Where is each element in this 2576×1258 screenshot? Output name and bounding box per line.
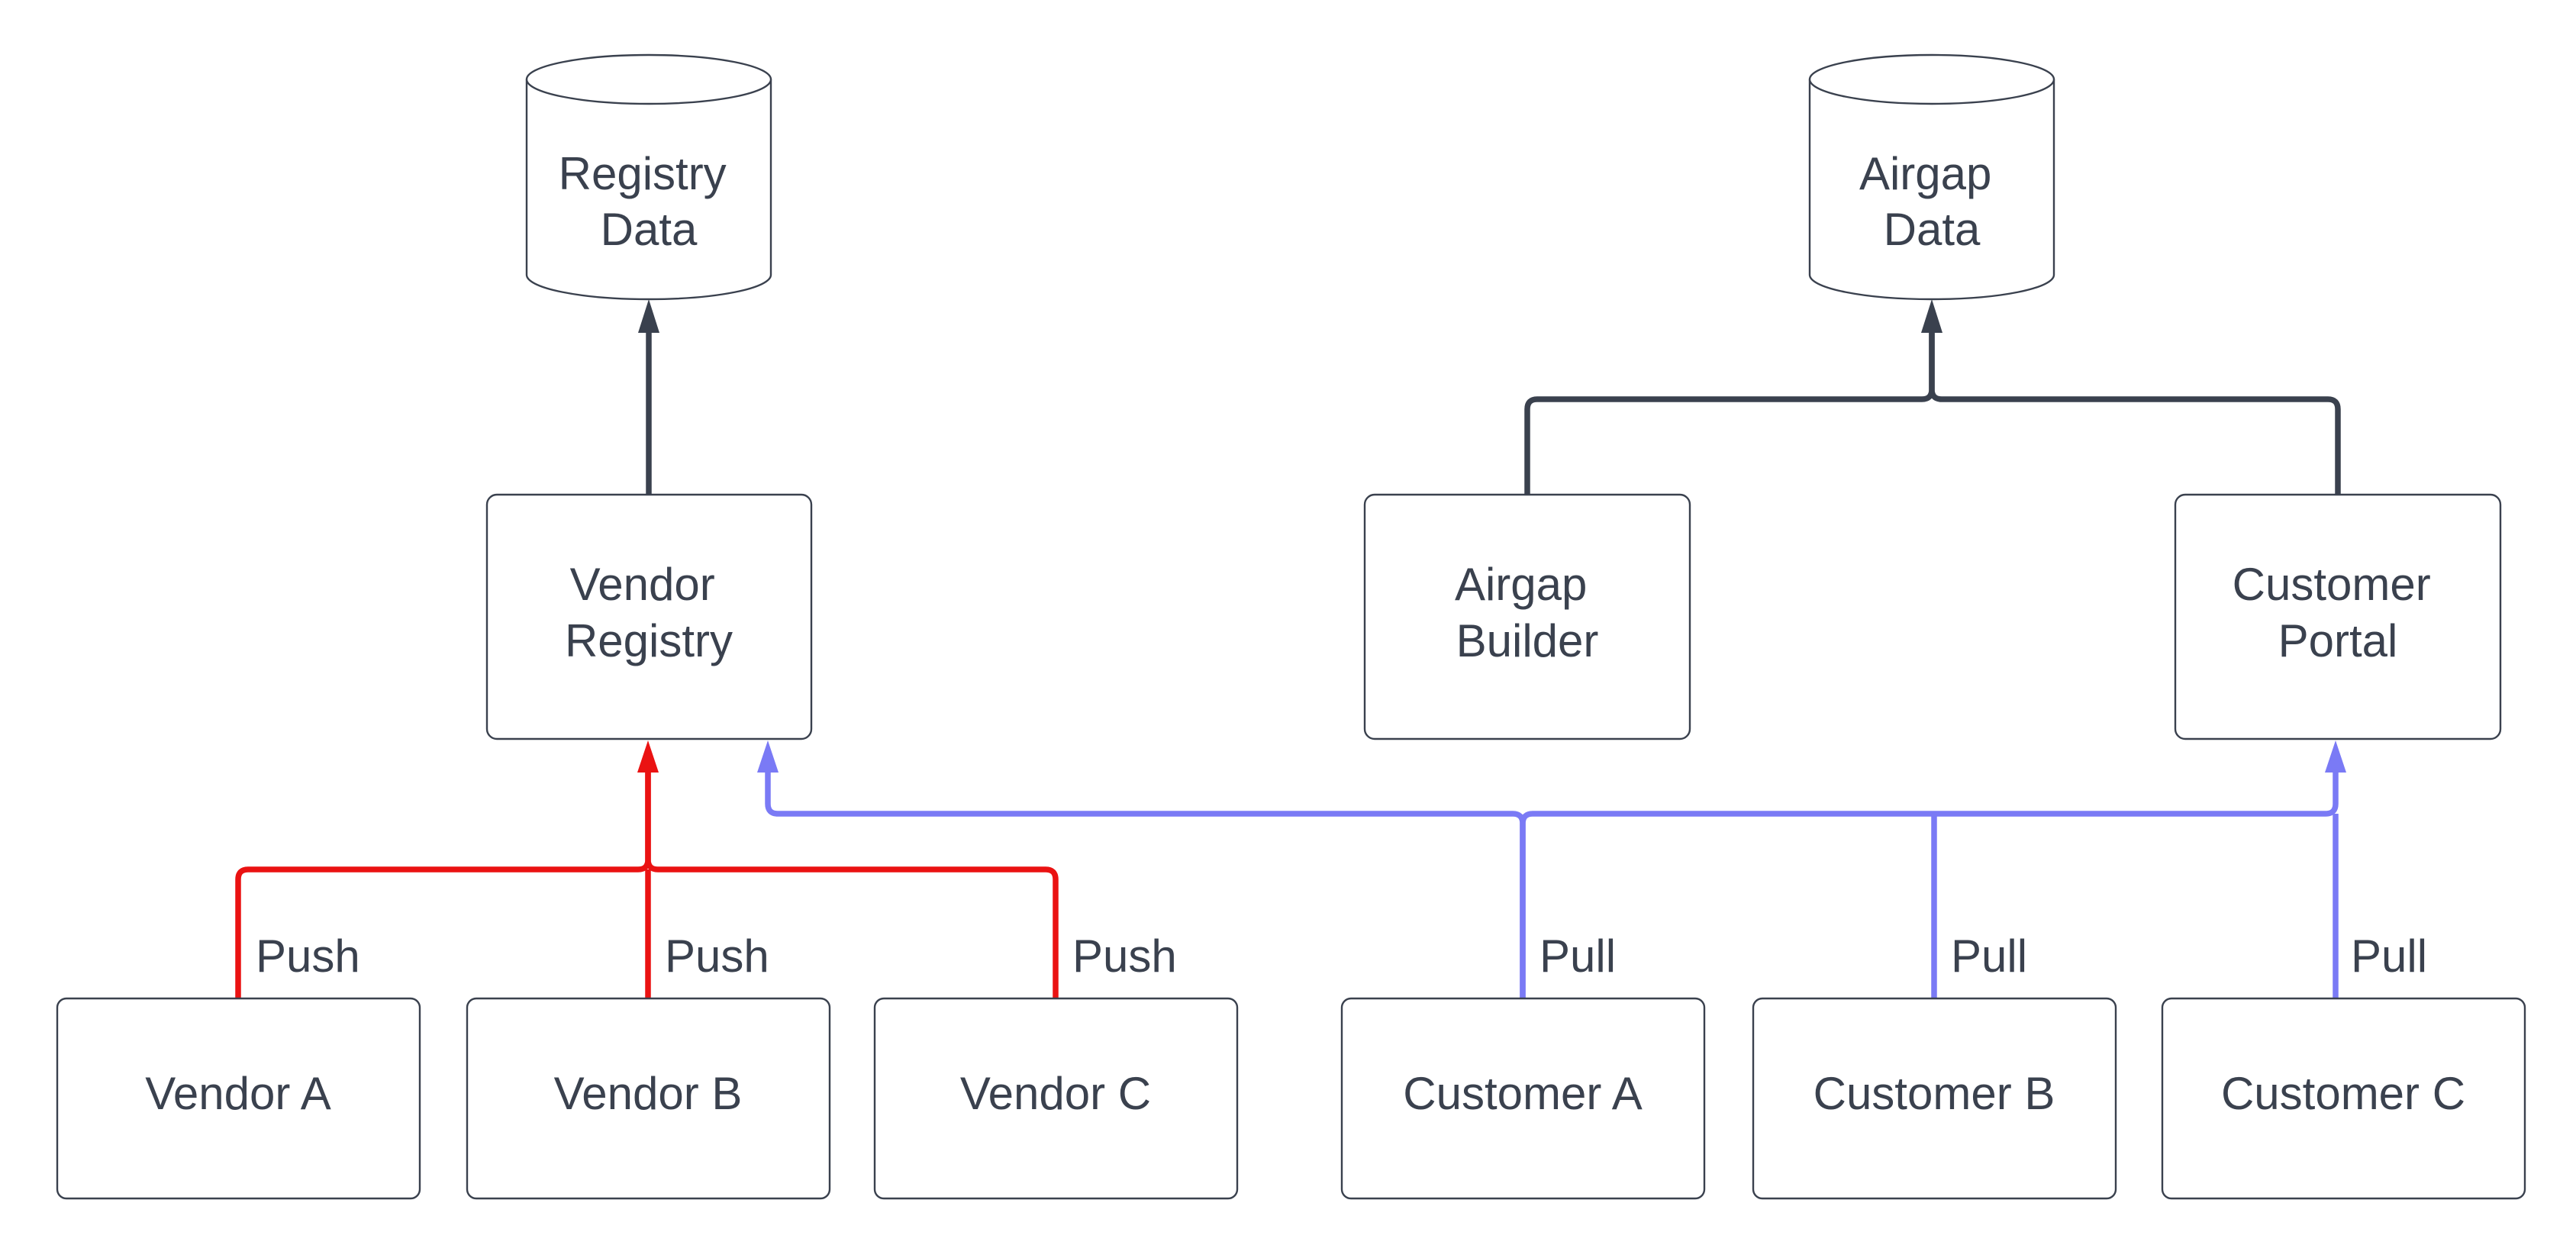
customer-c-box: Customer C (2161, 997, 2526, 1200)
cylinder-body (1808, 79, 2055, 301)
airgap-builder-label: Airgap Builder (1455, 559, 1600, 666)
edge-line (645, 771, 1059, 998)
arrowhead-up-icon (1921, 299, 1942, 333)
edge-customer-portal-to-airgap-data (1921, 299, 2341, 495)
box-outline (2174, 493, 2502, 740)
box-outline (1340, 997, 1706, 1200)
edge-customers-pull-to-customer-portal (1520, 740, 2346, 998)
push-label-1: Push (256, 931, 360, 982)
edge-vendor-b-push (637, 740, 659, 998)
airgap-data-cylinder: Airgap Data (1808, 53, 2055, 301)
customer-a-box: Customer A (1340, 997, 1706, 1200)
box-outline (873, 997, 1239, 1200)
customer-portal-label: Customer Portal (2233, 559, 2444, 666)
airgap-builder-box: Airgap Builder (1363, 493, 1691, 740)
label-line-2: Registry (565, 615, 733, 666)
pull-label-2: Pull (1951, 931, 2027, 982)
pull-label-1: Pull (1539, 931, 1616, 982)
registry-data-cylinder: Registry Data (525, 53, 772, 301)
arrowhead-up-icon (2325, 740, 2346, 773)
push-label-3: Push (1072, 931, 1177, 982)
arrowhead-up-icon (757, 740, 779, 773)
vendor-registry-label: Vendor Registry (565, 559, 733, 666)
box-outline (2161, 997, 2526, 1200)
cylinder-top (1808, 53, 2055, 105)
edge-line (1929, 330, 2341, 495)
arrowhead-up-icon (638, 299, 659, 333)
box-outline (56, 997, 421, 1200)
vendor-c-label: Vendor C (960, 1068, 1151, 1119)
box-outline (466, 997, 831, 1200)
label-line-1: Airgap (1859, 148, 1991, 199)
vendor-b-label: Vendor B (554, 1068, 743, 1119)
label-line-2: Data (1884, 204, 1981, 255)
edge-airgap-builder-to-airgap-data (1524, 330, 1935, 495)
vendor-a-label: Vendor A (145, 1068, 331, 1119)
vendor-a-box: Vendor A (56, 997, 421, 1200)
vendor-b-box: Vendor B (466, 997, 831, 1200)
label-line-1: Customer (2233, 559, 2431, 610)
vendor-registry-box: Vendor Registry (485, 493, 813, 740)
cylinder-top (525, 53, 772, 105)
label-line-2: Portal (2278, 615, 2398, 666)
cylinder-body (525, 79, 772, 301)
box-outline (485, 493, 813, 740)
customer-a-label: Customer A (1403, 1068, 1642, 1119)
label-line-1: Registry (559, 148, 727, 199)
label-line-2: Data (601, 204, 698, 255)
customer-b-box: Customer B (1752, 997, 2117, 1200)
label-line-1: Airgap (1455, 559, 1587, 610)
arrowhead-up-icon (637, 740, 659, 773)
edge-line (1520, 771, 2339, 998)
push-label-2: Push (665, 931, 769, 982)
airgap-data-label: Airgap Data (1859, 148, 2004, 255)
edge-vendor-registry-to-registry-data (638, 299, 659, 495)
edge-line (1524, 330, 1935, 495)
edge-vendor-c-push (645, 771, 1059, 998)
box-outline (1752, 997, 2117, 1200)
label-line-1: Vendor (570, 559, 715, 610)
customer-c-label: Customer C (2221, 1068, 2465, 1119)
customer-b-label: Customer B (1814, 1068, 2055, 1119)
customer-portal-box: Customer Portal (2174, 493, 2502, 740)
vendor-c-box: Vendor C (873, 997, 1239, 1200)
box-outline (1363, 493, 1691, 740)
registry-data-label: Registry Data (559, 148, 740, 255)
pull-label-3: Pull (2351, 931, 2427, 982)
label-line-2: Builder (1456, 615, 1599, 666)
